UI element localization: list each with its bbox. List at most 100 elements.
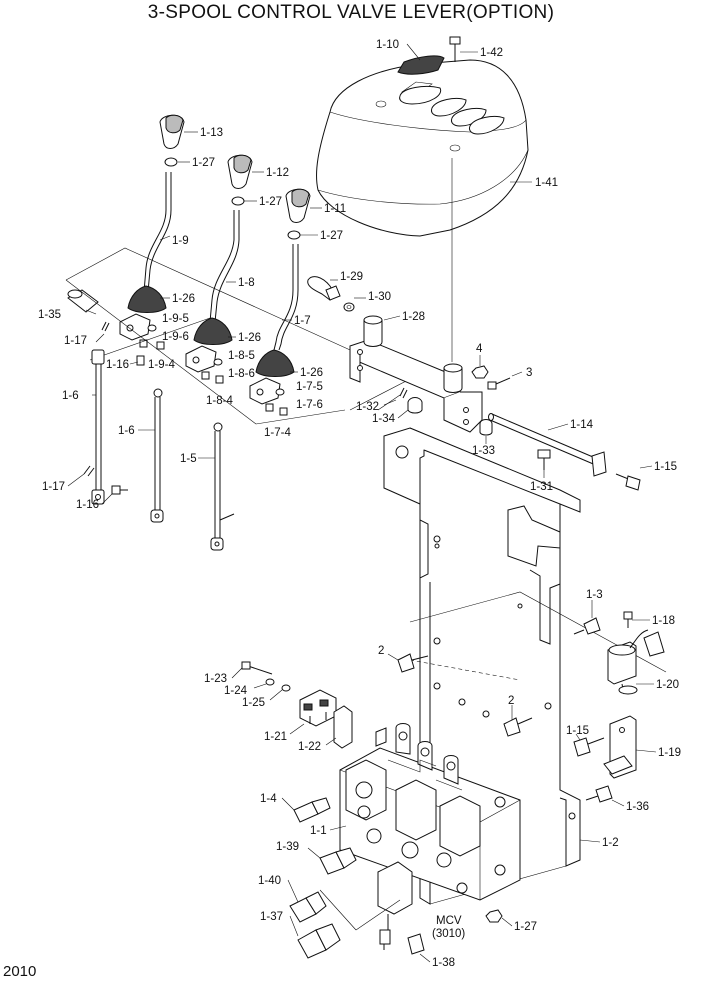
lever-knob-1-13 xyxy=(159,114,185,167)
callout-1-25: 1-25 xyxy=(242,697,265,709)
fitting-1-4 xyxy=(293,797,331,823)
switch-1-21 xyxy=(299,689,337,727)
callout-1-17-a: 1-17 xyxy=(64,335,87,347)
callout-1-7-6: 1-7-6 xyxy=(296,399,323,411)
callout-1-16-b: 1-16 xyxy=(76,499,99,511)
link-rod-1-5 xyxy=(210,422,235,551)
callout-labels: 1-10 1-42 1-41 1-13 1-27 1-12 1-27 1-11 … xyxy=(38,39,681,969)
bolt-1-36 xyxy=(585,785,613,803)
callout-1-2: 1-2 xyxy=(602,837,619,849)
fitting-1-37 xyxy=(297,923,341,959)
mcv-label: MCV xyxy=(436,915,462,927)
callout-1-15-a: 1-15 xyxy=(654,461,677,473)
leader-lines xyxy=(67,43,657,963)
callout-1-18: 1-18 xyxy=(652,615,675,627)
callout-1-3: 1-3 xyxy=(586,589,603,601)
lever-knob-1-11 xyxy=(285,188,311,240)
lever-base-1-9 xyxy=(119,313,165,350)
boot-1-26-a xyxy=(127,285,167,313)
callout-1-33: 1-33 xyxy=(472,445,495,457)
plate-1-22 xyxy=(333,705,353,749)
page-number: 2010 xyxy=(3,963,37,980)
bracket-1-19 xyxy=(603,715,637,779)
callout-1-42: 1-42 xyxy=(480,47,503,59)
boot-1-26-b xyxy=(193,317,233,345)
page-title: 3-SPOOL CONTROL VALVE LEVER(OPTION) xyxy=(147,2,555,23)
callout-1-26-c: 1-26 xyxy=(300,367,323,379)
callout-1-21: 1-21 xyxy=(264,731,287,743)
callout-1-29: 1-29 xyxy=(340,271,363,283)
callout-1-12: 1-12 xyxy=(266,167,289,179)
lever-knob-1-12 xyxy=(227,154,253,206)
callout-4: 4 xyxy=(476,343,483,355)
stop-bolt-1-29 xyxy=(307,276,341,301)
callout-1-13: 1-13 xyxy=(200,127,223,139)
callout-1-30: 1-30 xyxy=(368,291,391,303)
callout-1-5: 1-5 xyxy=(180,453,197,465)
nut-1-27-mcv xyxy=(485,909,503,923)
callout-1-27-b: 1-27 xyxy=(259,196,282,208)
callout-1-24: 1-24 xyxy=(224,685,248,697)
callout-1-41: 1-41 xyxy=(535,177,558,189)
callout-1-7: 1-7 xyxy=(294,315,311,327)
callout-1-23: 1-23 xyxy=(204,673,227,685)
callout-1-7-4: 1-7-4 xyxy=(264,427,291,439)
callout-1-8-4: 1-8-4 xyxy=(206,395,233,407)
bush-1-34 xyxy=(407,397,423,414)
callout-2-b: 2 xyxy=(508,695,514,707)
callout-1-8: 1-8 xyxy=(238,277,255,289)
callout-2-a: 2 xyxy=(378,645,384,657)
callout-1-8-5: 1-8-5 xyxy=(228,350,255,362)
bolt-1-15-lower xyxy=(573,737,605,757)
callout-1-8-6: 1-8-6 xyxy=(228,368,255,380)
washer-1-30 xyxy=(343,302,355,312)
callout-1-36: 1-36 xyxy=(626,801,649,813)
lever-base-1-7 xyxy=(249,377,288,416)
callout-1-27-d: 1-27 xyxy=(514,921,537,933)
nut-4 xyxy=(471,365,489,379)
callout-1-11: 1-11 xyxy=(324,203,346,215)
callout-1-37: 1-37 xyxy=(260,911,283,923)
callout-1-35: 1-35 xyxy=(38,309,61,321)
lever-rod-1-9 xyxy=(143,172,167,293)
callout-1-40: 1-40 xyxy=(258,875,281,887)
valve-mcv-1-1 xyxy=(339,723,521,950)
callout-1-15-b: 1-15 xyxy=(566,725,589,737)
callout-1-17-b: 1-17 xyxy=(42,481,65,493)
callout-1-6-a: 1-6 xyxy=(62,390,79,402)
callout-1-38: 1-38 xyxy=(432,957,455,969)
bolt-2-lower xyxy=(503,717,533,737)
callout-1-9-4: 1-9-4 xyxy=(148,359,175,371)
fitting-1-39 xyxy=(319,847,357,875)
bolt-1-16-bottom xyxy=(111,485,128,495)
bolt-1-18 xyxy=(623,611,633,628)
mcv-sub-label: (3010) xyxy=(432,928,465,940)
callout-1-9: 1-9 xyxy=(172,235,189,247)
callout-1-39: 1-39 xyxy=(276,841,299,853)
callout-1-20: 1-20 xyxy=(656,679,679,691)
lever-rod-1-7 xyxy=(278,244,299,351)
callout-1-31: 1-31 xyxy=(530,481,553,493)
callout-1-16-a: 1-16 xyxy=(106,359,129,371)
valve-cover xyxy=(316,36,529,237)
bolt-3 xyxy=(487,377,511,390)
bush-1-33 xyxy=(479,419,493,436)
callout-1-9-5: 1-9-5 xyxy=(162,313,189,325)
link-rod-1-6-left xyxy=(91,349,105,505)
bolt-1-15-upper xyxy=(615,473,641,491)
callout-1-27-a: 1-27 xyxy=(192,157,215,169)
cotter-1-32 xyxy=(399,387,408,399)
lever-base-1-8 xyxy=(185,345,224,384)
washer-1-24 xyxy=(265,678,275,686)
bolt-2-upper xyxy=(397,653,429,673)
shaft-1-14 xyxy=(488,413,607,477)
callout-3: 3 xyxy=(526,367,532,379)
link-rod-1-6 xyxy=(150,388,164,523)
boot-1-26-c xyxy=(255,349,295,377)
callout-1-7-5: 1-7-5 xyxy=(296,381,323,393)
lever-rod-1-8 xyxy=(214,210,240,323)
callout-1-34: 1-34 xyxy=(372,413,396,425)
switch-1-20 xyxy=(607,629,665,695)
callout-1-10: 1-10 xyxy=(376,39,399,51)
